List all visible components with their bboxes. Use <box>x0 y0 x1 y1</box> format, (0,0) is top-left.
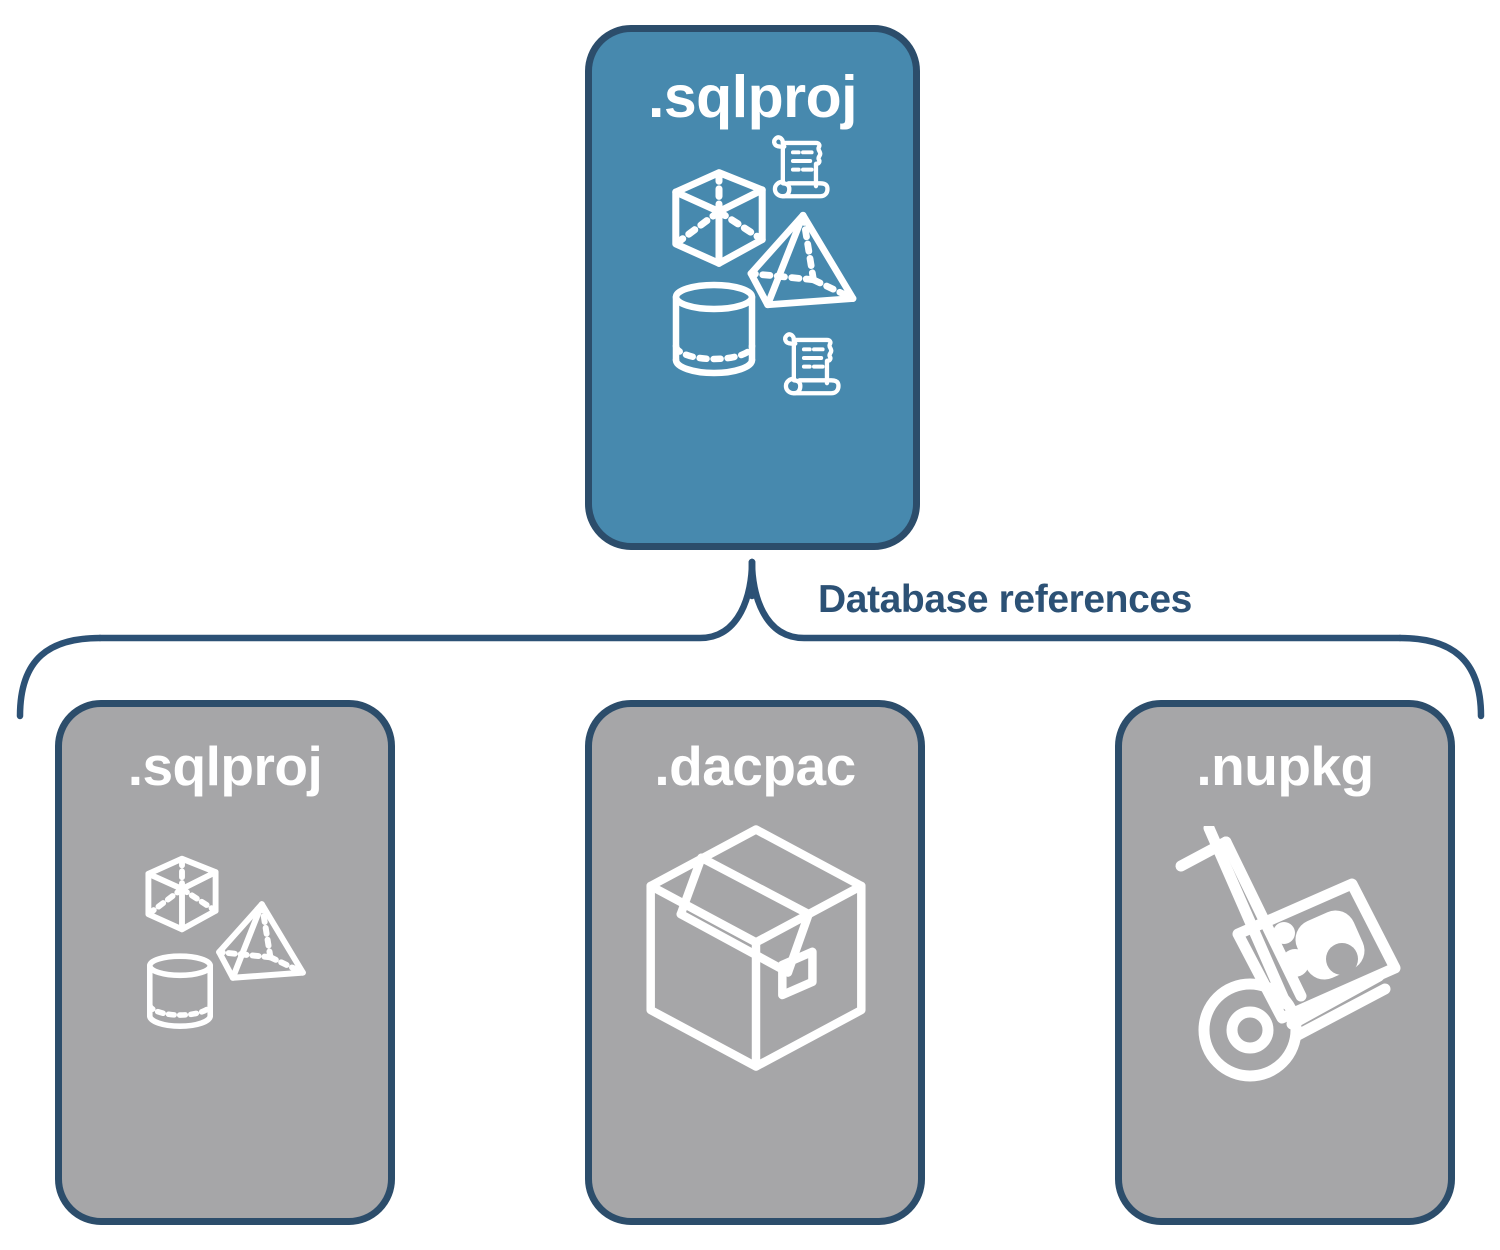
icon-group-sqlproj-reference <box>62 794 388 1218</box>
package-box-icon <box>646 825 866 1071</box>
brace-label-database-references: Database references <box>818 578 1192 621</box>
icon-group-dacpac <box>592 794 918 1218</box>
scroll-icon <box>772 135 830 199</box>
scroll-icon <box>783 332 841 396</box>
cube-icon <box>672 169 766 267</box>
pyramid-icon <box>216 901 306 981</box>
card-dacpac-reference[interactable]: .dacpac <box>585 700 925 1225</box>
card-title-dacpac: .dacpac <box>654 735 856 797</box>
cylinder-icon <box>672 281 756 377</box>
card-title-sqlproj-source: .sqlproj <box>647 64 858 130</box>
card-title-nupkg: .nupkg <box>1196 735 1374 797</box>
card-sqlproj-source[interactable]: .sqlproj <box>585 25 920 550</box>
card-title-sqlproj-reference: .sqlproj <box>127 735 323 797</box>
hand-truck-package-icon <box>1175 826 1401 1082</box>
icon-group-sqlproj-source <box>592 127 913 543</box>
cube-icon <box>145 855 219 933</box>
pyramid-icon <box>747 211 857 309</box>
icon-group-nupkg <box>1122 794 1448 1218</box>
cylinder-icon <box>146 953 214 1029</box>
card-sqlproj-reference[interactable]: .sqlproj <box>55 700 395 1225</box>
card-nupkg-reference[interactable]: .nupkg <box>1115 700 1455 1225</box>
